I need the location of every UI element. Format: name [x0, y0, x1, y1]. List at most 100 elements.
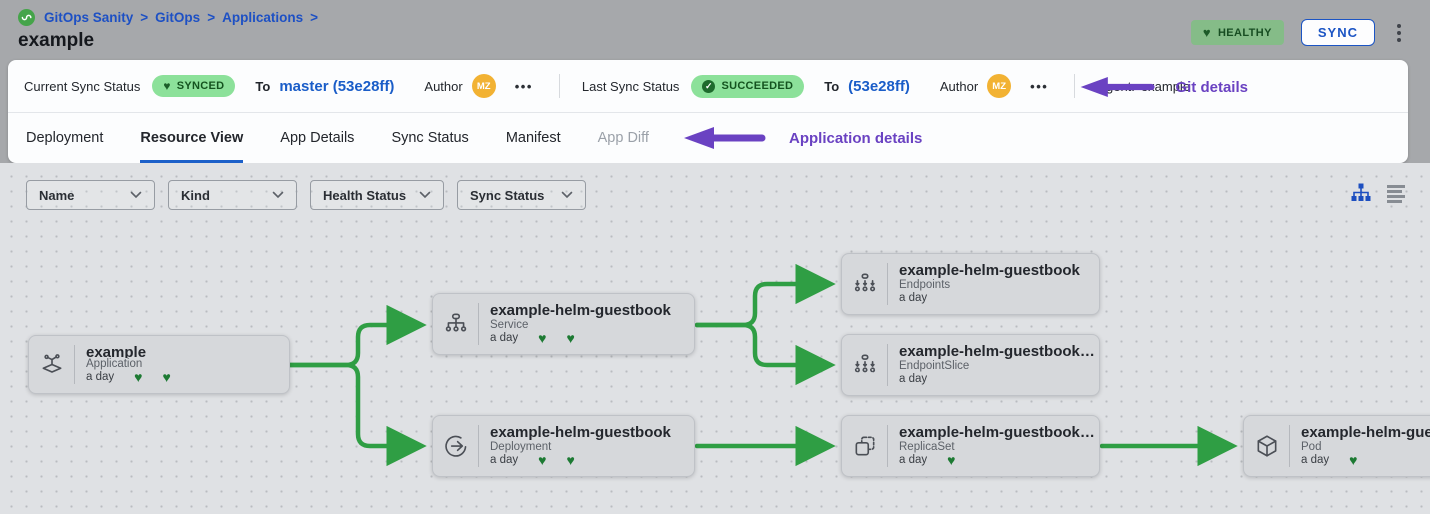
breadcrumb-separator: > [207, 10, 216, 25]
author-avatar: MZ [471, 74, 496, 98]
breadcrumb-separator: > [310, 10, 318, 25]
tab-app-details[interactable]: App Details [280, 130, 355, 146]
chevron-down-icon [561, 191, 573, 199]
deployment-icon [444, 435, 466, 457]
tab-resource-view[interactable]: Resource View [140, 113, 244, 163]
resource-node-replicaset[interactable]: example-helm-guestbook-74... ReplicaSet … [841, 415, 1100, 477]
application-details-annotation-label: Application details [789, 129, 923, 147]
node-name: example [86, 345, 147, 358]
list-view-icon[interactable] [1386, 183, 1406, 203]
node-kind: Endpoints [899, 278, 951, 291]
sync-status-filter-label: Sync Status [470, 187, 545, 203]
resource-node-application[interactable]: example Application a day ♥ ♥ [28, 335, 290, 394]
application-details-annotation: Application details [677, 125, 922, 151]
name-filter-dropdown[interactable]: Name [26, 180, 155, 210]
health-badge-label: HEALTHY [1217, 26, 1272, 39]
divider [1074, 74, 1076, 98]
git-details-annotation: Git details [1077, 74, 1248, 100]
health-heart-icon: ♥ [538, 330, 547, 345]
node-age: a day [1301, 454, 1330, 467]
sync-status-bar: Current Sync Status ♥ SYNCED To master (… [8, 60, 1408, 113]
pod-icon [1257, 435, 1276, 457]
purple-arrow-left-icon [684, 127, 766, 149]
filter-bar: Name Kind Health Status Sync Status [26, 180, 586, 210]
node-kind: Service [490, 318, 529, 331]
health-status-filter-label: Health Status [323, 187, 407, 203]
health-status-badge: ♥ HEALTHY [1190, 20, 1284, 45]
replicaset-icon [855, 436, 874, 456]
endpoints-icon [854, 273, 875, 292]
tab-sync-status[interactable]: Sync Status [391, 130, 469, 146]
sync-button[interactable]: SYNC [1300, 19, 1375, 46]
last-sync-status-label: Last Sync Status [581, 78, 680, 94]
last-revision-link[interactable]: (53e28ff) [848, 77, 910, 95]
node-age: a day [899, 292, 928, 305]
breadcrumb: GitOps Sanity > GitOps > Applications > [18, 9, 318, 26]
node-name: example-helm-guestbook-74... [899, 425, 1099, 441]
service-icon [445, 313, 466, 332]
kebab-menu-icon[interactable] [1392, 21, 1406, 45]
resource-node-endpointslice[interactable]: example-helm-guestbook-ct... EndpointSli… [841, 334, 1100, 396]
node-name: example-helm-guestbook [490, 425, 671, 441]
breadcrumb-separator: > [140, 10, 149, 25]
name-filter-label: Name [39, 187, 75, 203]
synced-badge: ♥ SYNCED [152, 75, 236, 97]
to-label: To [255, 78, 271, 94]
succeeded-badge: ✓ SUCCEEDED [691, 74, 805, 98]
more-commit-info-button[interactable]: ••• [514, 78, 533, 94]
resource-node-endpoints[interactable]: example-helm-guestbook Endpoints a day [841, 253, 1100, 315]
tab-deployment[interactable]: Deployment [26, 130, 104, 146]
synced-badge-label: SYNCED [176, 80, 225, 92]
application-icon [42, 353, 61, 373]
breadcrumb-link-applications[interactable]: Applications [222, 10, 304, 25]
author-label: Author [939, 78, 979, 94]
node-kind: ReplicaSet [899, 440, 955, 453]
node-age: a day [490, 332, 519, 345]
sync-status-filter-dropdown[interactable]: Sync Status [457, 180, 586, 210]
node-age: a day [899, 373, 928, 386]
app-details-card: Current Sync Status ♥ SYNCED To master (… [8, 60, 1408, 163]
node-name: example-helm-guestbook [899, 263, 1080, 279]
succeeded-badge-label: SUCCEEDED [721, 80, 794, 92]
node-name: example-helm-guestbook [490, 303, 671, 319]
health-heart-icon: ♥ [162, 369, 171, 384]
endpointslice-icon [854, 354, 875, 373]
node-kind: Deployment [490, 440, 552, 453]
divider [558, 74, 560, 98]
resource-node-deployment[interactable]: example-helm-guestbook Deployment a day … [432, 415, 695, 477]
node-name: example-helm-guestbook [1301, 425, 1430, 441]
node-kind: Application [86, 357, 143, 370]
tab-app-diff[interactable]: App Diff [597, 130, 649, 146]
gitops-logo-icon [18, 9, 35, 26]
resource-node-pod[interactable]: example-helm-guestbook Pod a day ♥ [1243, 415, 1430, 477]
chevron-down-icon [130, 191, 142, 199]
tree-view-icon[interactable] [1350, 182, 1372, 204]
health-heart-icon: ♥ [134, 369, 143, 384]
health-status-filter-dropdown[interactable]: Health Status [310, 180, 444, 210]
breadcrumb-link-gitops-sanity[interactable]: GitOps Sanity [44, 10, 134, 25]
health-heart-icon: ♥ [947, 452, 956, 467]
kind-filter-dropdown[interactable]: Kind [168, 180, 297, 210]
top-header: GitOps Sanity > GitOps > Applications > … [0, 0, 1430, 60]
to-label: To [824, 78, 840, 94]
health-heart-icon: ♥ [566, 330, 575, 345]
chevron-down-icon [419, 191, 431, 199]
resource-graph-canvas: Name Kind Health Status Sync Status [0, 163, 1430, 514]
node-age: a day [899, 454, 928, 467]
page-title: example [18, 30, 95, 51]
node-kind: EndpointSlice [899, 359, 970, 372]
more-commit-info-button[interactable]: ••• [1030, 78, 1049, 94]
resource-graph-edges [287, 263, 1238, 467]
node-kind: Pod [1301, 440, 1322, 453]
tab-manifest[interactable]: Manifest [505, 130, 561, 146]
heart-icon: ♥ [1202, 25, 1211, 40]
git-details-annotation-label: Git details [1175, 78, 1248, 96]
current-revision-link[interactable]: master (53e28ff) [279, 77, 395, 95]
resource-node-service[interactable]: example-helm-guestbook Service a day ♥ ♥ [432, 293, 695, 355]
node-age: a day [86, 371, 115, 384]
breadcrumb-link-gitops[interactable]: GitOps [155, 10, 201, 25]
current-sync-status-label: Current Sync Status [24, 78, 141, 94]
chevron-down-icon [272, 191, 284, 199]
author-avatar: MZ [987, 74, 1012, 98]
node-age: a day [490, 454, 519, 467]
